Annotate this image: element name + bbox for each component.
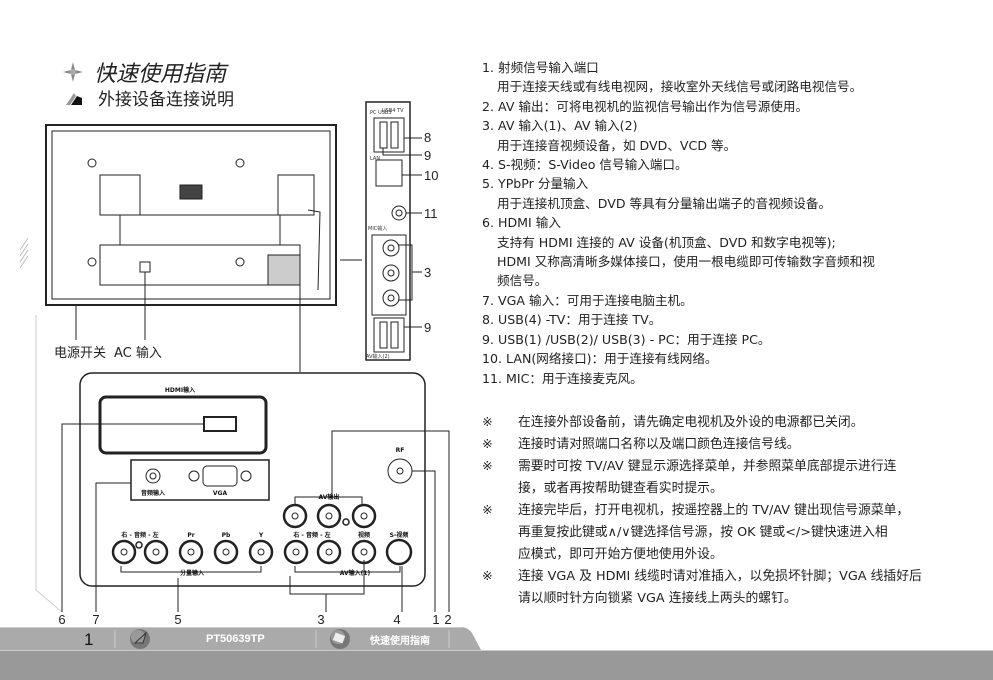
note-text: 在连接外部设备前，请先确定电视机及外设的电源都已关闭。 <box>518 412 864 434</box>
description-heading: 2. AV 输出：可将电视机的监视信号输出作为信号源使用。 <box>482 98 809 114</box>
note-marker: ※ <box>482 569 493 584</box>
callout-9: 9 <box>424 148 431 163</box>
description-heading: 4. S-视频：S-Video 信号输入端口。 <box>482 157 688 173</box>
video-label: 视频 <box>358 531 370 539</box>
description-body: 频信号。 <box>497 273 548 289</box>
connection-notes: ※ 在连接外部设备前，请先确定电视机及外设的电源都已关闭。 ※ 连接时请对照端口名称以… <box>482 412 982 610</box>
footer-section: 快速使用指南 <box>370 636 430 647</box>
note-item: ※ 连接完毕后，打开电视机，按遥控器上的 TV/AV 键出现信号源菜单， 再重复按此… <box>482 500 982 566</box>
callout-7: 7 <box>92 612 99 625</box>
note-item: ※ 需要时可按 TV/AV 键显示源选择菜单，并参照菜单底部提示进行连接，或者再按… <box>482 456 982 500</box>
rf-port-label: RF <box>396 447 405 454</box>
note-marker: ※ <box>482 459 493 474</box>
footer-band <box>0 651 993 680</box>
page-title: 快速使用指南 <box>62 56 226 88</box>
note-line: 连接时请对照端口名称以及端口颜色连接信号线。 <box>518 437 800 452</box>
audio-in-label: 音频输入 <box>141 489 165 497</box>
pen-nib-icon <box>66 92 82 105</box>
description-body: 用于连接机顶盒、DVD 等具有分量输出端子的音视频设备。 <box>497 195 832 211</box>
subtitle-text: 外接设备连接说明 <box>98 90 234 110</box>
callout-11: 11 <box>424 206 438 221</box>
title-text: 快速使用指南 <box>94 62 227 87</box>
callout-2: 2 <box>444 612 451 625</box>
ac-input-label: AC 输入 <box>114 345 162 361</box>
decorative-curve <box>35 315 63 613</box>
leaf-disc-icon <box>130 629 150 649</box>
note-line: 在连接外部设备前，请先确定电视机及外设的电源都已关闭。 <box>518 415 864 430</box>
note-marker: ※ <box>482 415 493 430</box>
note-line: 请以顺时针方向锁紧 VGA 连接线上两头的螺钉。 <box>518 591 797 606</box>
note-line: 连接完毕后，打开电视机，按遥控器上的 TV/AV 键出现信号源菜单， <box>518 503 910 518</box>
side-lan-label: LAN <box>370 156 380 162</box>
note-item: ※ 在连接外部设备前，请先确定电视机及外设的电源都已关闭。 <box>482 412 982 434</box>
component-audio-label: 右 - 音频 - 左 <box>120 531 158 539</box>
note-marker: ※ <box>482 437 493 452</box>
description-body: HDMI 又称高清晰多媒体接口，使用一根电缆即可传输数字音频和视 <box>497 254 875 270</box>
callout-5: 5 <box>174 612 181 625</box>
description-body: 用于连接音视频设备，如 DVD、VCD 等。 <box>497 137 737 153</box>
description-heading: 8. USB(4) -TV：用于连接 TV。 <box>482 312 662 328</box>
description-heading: 5. YPbPr 分量输入 <box>482 176 589 192</box>
hdmi-port-label: HDMI输入 <box>165 386 195 394</box>
note-text: 连接完毕后，打开电视机，按遥控器上的 TV/AV 键出现信号源菜单， 再重复按此键… <box>518 500 909 566</box>
vga-port-label: VGA <box>213 490 228 497</box>
side-mic-label: MIC输入 <box>368 225 387 232</box>
callout-3-side: 3 <box>424 265 431 280</box>
description-body: 支持有 HDMI 连接的 AV 设备(机顶盒、DVD 和数字电视等); <box>497 234 836 250</box>
description-heading: 3. AV 输入(1)、AV 输入(2) <box>482 118 638 134</box>
side-av2-label: AV输入(2) <box>366 353 390 360</box>
four-point-star-icon <box>63 62 83 82</box>
tv-rear-panel <box>45 124 362 372</box>
decorative-hatch <box>19 237 29 269</box>
note-line: 再重复按此键或∧/∨键选择信号源，按 OK 键或</>键快速进入相 <box>518 525 888 540</box>
note-line: 应模式，即可开始方便地使用外设。 <box>518 547 723 562</box>
description-heading: 11. MIC：用于连接麦克风。 <box>482 370 643 386</box>
description-heading: 1. 射频信号输入端口 <box>482 60 599 75</box>
callout-6: 6 <box>58 612 65 625</box>
note-item: ※ 连接 VGA 及 HDMI 线缆时请对准插入，以免损坏针脚；VGA 线插好后请… <box>482 566 982 610</box>
note-line: 连接 VGA 及 HDMI 线缆时请对准插入，以免损坏针脚；VGA 线插好后 <box>518 569 922 584</box>
model-name: PT50639TP <box>206 633 265 645</box>
av-in-label: AV输入(1) <box>340 569 371 577</box>
description-heading: 9. USB(1) /USB(2)/ USB(3) - PC：用于连接 PC。 <box>482 331 771 347</box>
note-item: ※ 连接时请对照端口名称以及端口颜色连接信号线。 <box>482 434 982 456</box>
description-heading: 10. LAN(网络接口)：用于连接有线网络。 <box>482 351 718 367</box>
callout-1: 1 <box>432 612 439 625</box>
note-text: 需要时可按 TV/AV 键显示源选择菜单，并参照菜单底部提示进行连接，或者再按帮… <box>518 456 896 500</box>
component-in-label: 分量输入 <box>180 569 204 577</box>
section-subtitle: 外接设备连接说明 <box>64 85 234 110</box>
side-usb-pc-label: PC USB3 <box>370 110 392 116</box>
av-out-label: AV输出 <box>319 493 340 501</box>
pr-label: Pr <box>187 532 194 539</box>
callout-3: 3 <box>317 612 324 625</box>
connector-panel <box>61 372 450 612</box>
callout-10: 10 <box>424 168 438 183</box>
note-text: 连接时请对照端口名称以及端口颜色连接信号线。 <box>518 434 800 456</box>
note-text: 连接 VGA 及 HDMI 线缆时请对准插入，以免损坏针脚；VGA 线插好后请以… <box>518 566 922 610</box>
port-descriptions: 1. 射频信号输入端口用于连接天线或有线电视网，接收室外天线信号或闭路电视信号。… <box>482 58 982 388</box>
note-line: 接，或者再按帮助键查看实时提示。 <box>518 481 723 496</box>
note-marker: ※ <box>482 503 493 518</box>
note-line: 需要时可按 TV/AV 键显示源选择菜单，并参照菜单底部提示进行连 <box>518 459 897 474</box>
side-panel <box>365 101 422 361</box>
description-heading: 7. VGA 输入：可用于连接电脑主机。 <box>482 292 693 308</box>
book-disc-icon <box>330 629 350 649</box>
connection-diagram: 电源开关 AC 输入 PC USB3 LAN MIC输入 AV输入(2) USB… <box>19 101 452 625</box>
y-label: Y <box>258 532 264 539</box>
callout-9-bottom: 9 <box>424 320 431 335</box>
description-body: 用于连接天线或有线电视网，接收室外天线信号或闭路电视信号。 <box>497 79 863 95</box>
page-number: 1 <box>84 630 94 649</box>
power-switch-label: 电源开关 <box>54 346 106 361</box>
callout-8: 8 <box>424 130 431 145</box>
callout-4: 4 <box>393 612 400 625</box>
svideo-label: S-视频 <box>390 531 409 539</box>
side-usb-tv-label: USB4 TV <box>382 108 404 114</box>
footer-tab <box>0 627 993 651</box>
description-heading: 6. HDMI 输入 <box>482 215 561 231</box>
av-audio-label: 右 - 音频 - 左 <box>292 531 330 539</box>
pb-label: Pb <box>222 532 231 539</box>
